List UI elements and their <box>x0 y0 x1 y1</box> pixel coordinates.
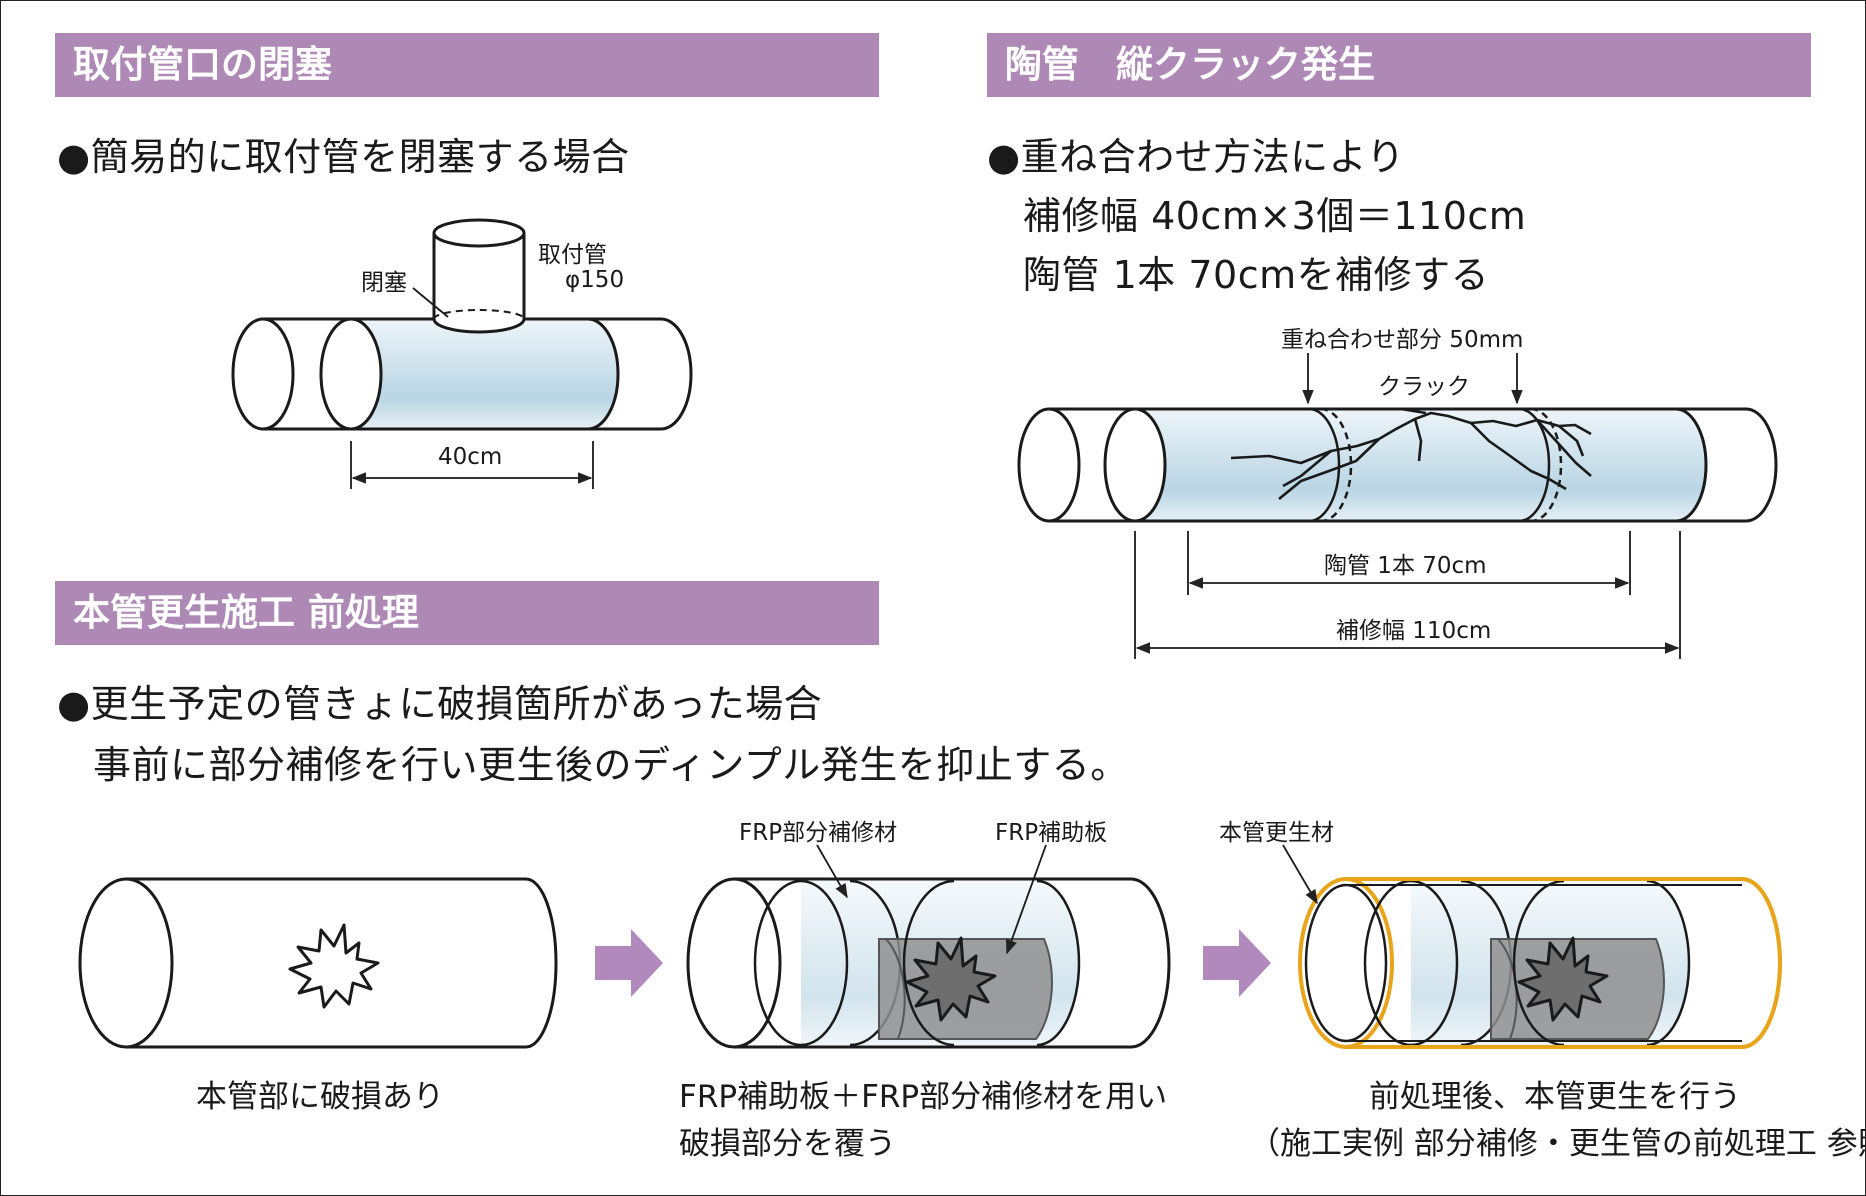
crack-lines <box>1230 407 1592 501</box>
label-crack: クラック <box>1378 374 1470 400</box>
lateral-pipe <box>432 233 526 334</box>
label-repair-width: 補修幅 110cm <box>1336 618 1492 644</box>
clay-pipe-end <box>1017 407 1081 523</box>
pipe-end-left <box>231 317 295 431</box>
damaged-pipe-diagram <box>78 877 558 1049</box>
closure-diagram <box>231 218 693 489</box>
label-lateral-diameter: φ150 <box>565 267 625 293</box>
section-header-closure: 取付管口の閉塞 <box>55 33 879 97</box>
bullet: ● <box>57 135 91 179</box>
caption-frp-line-1: FRP補助板＋FRP部分補修材を用い <box>679 1079 1168 1115</box>
liner-leader <box>1282 844 1318 905</box>
repair-sleeve-edge <box>587 317 620 431</box>
frp-repair-diagram <box>686 844 1171 1049</box>
crack-diagram <box>1017 353 1778 659</box>
crack-line-1: ●重ね合わせ方法により <box>987 126 1405 181</box>
label-pipe-length: 陶管 1本 70cm <box>1324 553 1487 579</box>
damage-burst <box>288 923 380 1009</box>
closure-description: ●簡易的に取付管を閉塞する場合 <box>57 126 630 181</box>
crack-line-3: 陶管 1本 70cmを補修する <box>1023 253 1490 297</box>
label-closure: 閉塞 <box>361 270 407 296</box>
section-header-crack: 陶管 縦クラック発生 <box>987 33 1811 97</box>
seam-2-dashed <box>1530 407 1563 523</box>
lateral-top <box>432 218 526 248</box>
crack-text-1: 重ね合わせ方法により <box>1020 135 1405 179</box>
flow-arrow-2 <box>1203 929 1271 997</box>
frp-material-leader <box>816 844 848 899</box>
label-liner: 本管更生材 <box>1219 820 1334 846</box>
seam-1 <box>1308 407 1341 523</box>
repair-zone-end <box>1103 407 1167 523</box>
caption-lined-line-2: （施工実例 部分補修・更生管の前処理工 参照） <box>1249 1126 1866 1162</box>
seam-2 <box>1518 407 1551 523</box>
pretreatment-text-1: 更生予定の管きょに破損箇所があった場合 <box>90 682 823 726</box>
repair-sleeve <box>351 319 618 429</box>
bullet: ● <box>57 682 91 726</box>
label-width-40cm: 40cm <box>438 444 503 470</box>
closure-text: 簡易的に取付管を閉塞する場合 <box>90 135 630 179</box>
flow-arrow-1 <box>595 929 663 997</box>
frp-material-end <box>753 879 849 1047</box>
pretreatment-line-1: ●更生予定の管きょに破損箇所があった場合 <box>57 673 822 728</box>
repair-zone <box>1135 409 1706 521</box>
damage-burst-covered <box>905 936 997 1022</box>
frp-plate-leader <box>1005 844 1047 955</box>
caption-damaged: 本管部に破損あり <box>196 1079 444 1115</box>
damage-burst-lined <box>1517 936 1609 1022</box>
rehabilitated-pipe-diagram <box>1282 844 1782 1049</box>
sleeve-end <box>319 317 383 431</box>
caption-lined-line-1: 前処理後、本管更生を行う <box>1369 1079 1741 1115</box>
closure-leader <box>412 287 449 318</box>
label-frp-plate: FRP補助板 <box>995 820 1108 846</box>
pretreatment-line-2: 事前に部分補修を行い更生後のディンプル発生を抑止する。 <box>93 743 1129 787</box>
closure-line <box>433 309 525 320</box>
main-pipe-end <box>78 877 174 1049</box>
section-header-pretreatment: 本管更生施工 前処理 <box>55 581 879 645</box>
pipe-outer-end <box>686 877 782 1049</box>
label-frp-material: FRP部分補修材 <box>739 820 898 846</box>
label-overlap: 重ね合わせ部分 50mm <box>1281 327 1524 353</box>
label-lateral-pipe: 取付管 <box>538 242 607 268</box>
caption-frp-line-2: 破損部分を覆う <box>679 1126 896 1162</box>
bullet: ● <box>987 135 1021 179</box>
seam-1-dashed <box>1320 407 1353 523</box>
crack-line-2: 補修幅 40cm×3個＝110cm <box>1023 194 1527 238</box>
